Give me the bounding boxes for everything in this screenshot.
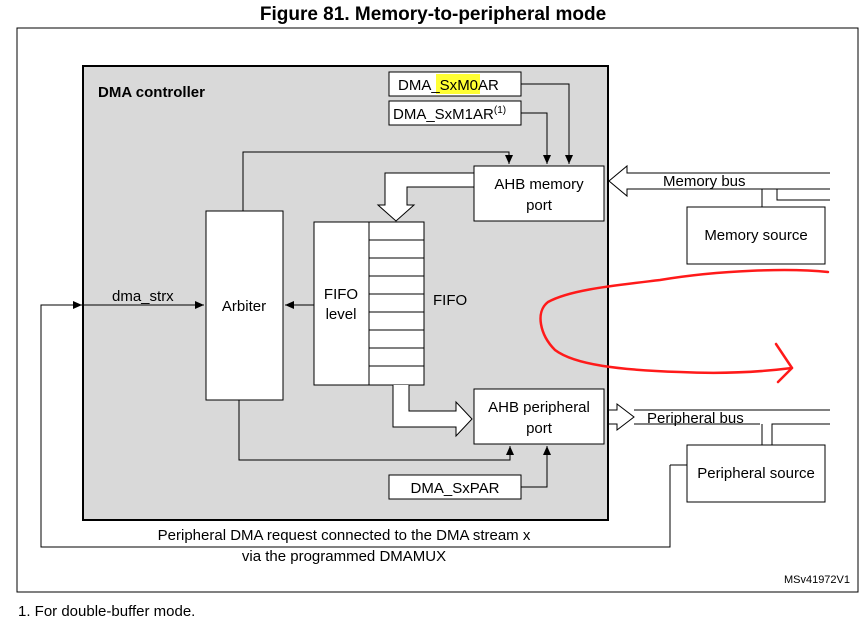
figure-code: MSv41972V1	[784, 574, 850, 586]
fifo-label: FIFO	[433, 292, 467, 309]
fifo-level-box	[313, 221, 370, 386]
ahb-memory-port-line1: AHB memory	[494, 176, 584, 193]
arbiter-label: Arbiter	[222, 298, 266, 315]
peripheral-source-bus-link	[761, 423, 830, 445]
figure-title: Figure 81. Memory-to-peripheral mode	[259, 4, 607, 25]
peripheral-bus-arrow	[609, 402, 635, 432]
memory-source-bus-link	[761, 189, 830, 207]
ahb-memory-port-line2: port	[526, 197, 553, 214]
register-par-label: DMA_SxPAR	[411, 480, 500, 497]
fifo-level-line2: level	[326, 306, 357, 323]
ahb-memory-port-box	[473, 165, 605, 222]
arrow-arbiter-to-peripheral-port	[238, 400, 514, 461]
ahb-peripheral-port-line1: AHB peripheral	[488, 399, 590, 416]
footnote: 1. For double-buffer mode.	[18, 603, 196, 620]
register-m0ar-label: DMA_SxM0AR	[398, 77, 499, 94]
fifo-cell	[368, 221, 425, 386]
arbiter-box	[205, 210, 284, 401]
register-m1ar-label: DMA_SxM1AR(1)	[393, 105, 506, 123]
peripheral-bus-label: Peripheral bus	[647, 410, 744, 427]
register-par-box	[388, 474, 522, 500]
register-m1ar-box	[388, 100, 522, 126]
register-m1ar-name: DMA_SxM1AR	[393, 106, 494, 123]
peripheral-source-label: Peripheral source	[697, 465, 815, 482]
dma-strx-label: dma_strx	[112, 288, 174, 305]
red-annotation-loop	[539, 268, 830, 375]
fifo-level-line1: FIFO	[324, 286, 358, 303]
arrow-m1ar-to-memory-port	[521, 112, 551, 164]
ahb-peripheral-port-line2: port	[526, 420, 553, 437]
request-description-line2: via the programmed DMAMUX	[242, 548, 446, 565]
arrow-m0ar-to-memory-port	[521, 83, 573, 164]
arrow-par-to-peripheral-port	[521, 446, 551, 488]
arrow-dma-request-entry	[40, 301, 671, 548]
m0ar-highlight	[436, 74, 480, 94]
arrow-fifo-to-peripheral-port	[392, 385, 473, 438]
arrow-memory-port-to-fifo	[376, 172, 475, 222]
dma-controller-label: DMA controller	[98, 84, 205, 101]
arrow-arbiter-to-memory-port	[242, 151, 513, 211]
register-m0ar-prefix: DMA_Sx	[398, 77, 458, 94]
memory-source-label: Memory source	[704, 227, 807, 244]
request-description-line1: Peripheral DMA request connected to the …	[158, 527, 531, 544]
memory-bus-label: Memory bus	[663, 173, 746, 190]
red-annotation-arrowhead	[774, 342, 794, 384]
register-m0ar-highlight: M0AR	[457, 77, 499, 94]
peripheral-source-box	[686, 444, 826, 503]
fifo-cells	[368, 221, 425, 386]
ahb-peripheral-port-box	[473, 388, 605, 445]
register-m1ar-note: (1)	[494, 105, 506, 116]
memory-source-box	[686, 206, 826, 265]
